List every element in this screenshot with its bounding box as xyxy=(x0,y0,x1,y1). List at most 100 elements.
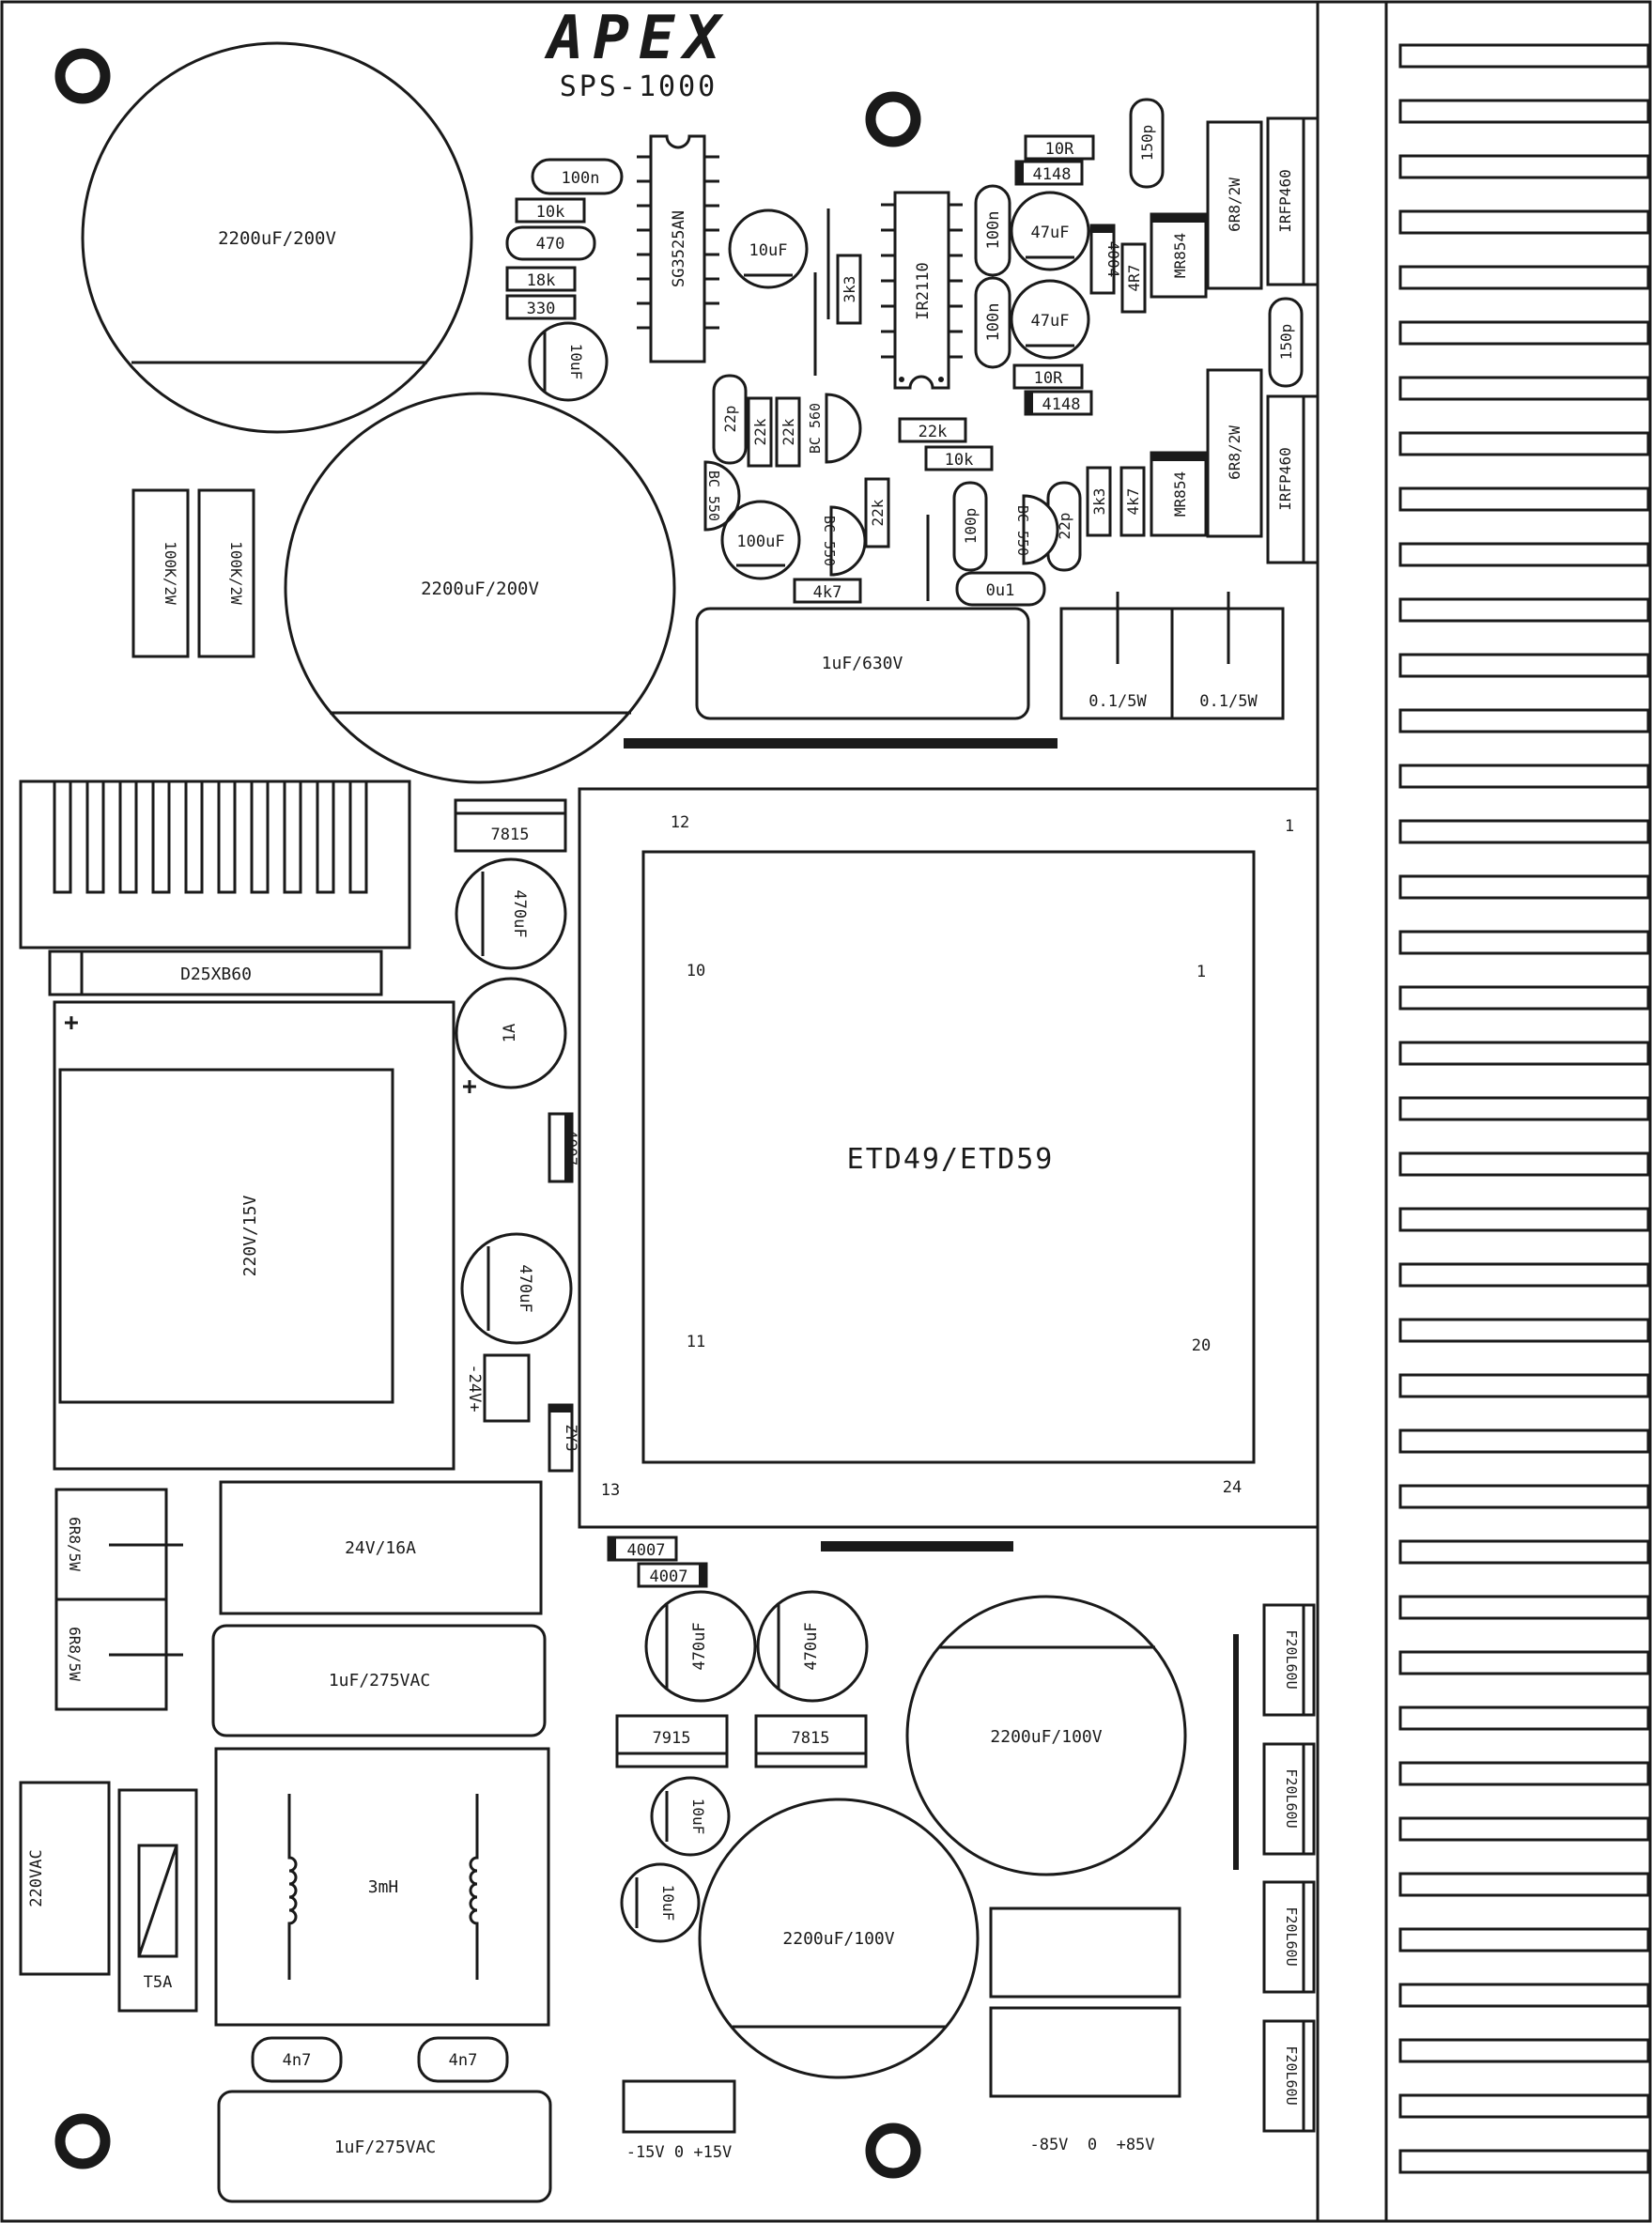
cap-4n7-b: 4n7 xyxy=(417,2036,509,2083)
transistor-bc550-c: BC 550 xyxy=(1014,494,1059,565)
heatsink-fin xyxy=(1398,985,1650,1011)
cap-1uf-275vac-b: 1uF/275VAC xyxy=(217,2090,552,2203)
heatsink-fin xyxy=(1398,874,1650,900)
svg-text:F20L60U: F20L60U xyxy=(1283,2045,1300,2105)
svg-text:BC 560: BC 560 xyxy=(807,403,824,454)
svg-text:7815: 7815 xyxy=(792,1729,830,1748)
cap-470uf-c: 470uF xyxy=(644,1590,757,1703)
heatsink-fin xyxy=(1398,1096,1650,1121)
transistor-bc560: BC 560 xyxy=(807,393,862,464)
svg-text:BC 550: BC 550 xyxy=(1014,505,1031,556)
heatsink-fin xyxy=(1398,1373,1650,1398)
svg-text:10uF: 10uF xyxy=(749,241,788,260)
heatsink-fin xyxy=(1398,1151,1650,1177)
svg-text:10R: 10R xyxy=(1045,140,1074,159)
reg-7915: 7915 xyxy=(615,1714,729,1768)
svg-text:1uF/630V: 1uF/630V xyxy=(822,654,903,673)
cap-2200uf-100v-bottom: 2200uF/100V xyxy=(698,1798,980,2079)
bridge-fin xyxy=(151,780,171,894)
svg-text:4148: 4148 xyxy=(1042,395,1081,414)
svg-text:SG3525AN: SG3525AN xyxy=(670,210,688,287)
heatsink-fin xyxy=(1398,764,1650,789)
svg-text:13: 13 xyxy=(601,1481,620,1500)
res-6r8-5w-a: 6R8/5W xyxy=(54,1488,183,1601)
svg-text:ETD49/ETD59: ETD49/ETD59 xyxy=(847,1143,1055,1176)
cap-2200uf-200v-mid: 2200uF/200V xyxy=(284,392,676,784)
res-3k3-b: 3k3 xyxy=(1086,466,1112,537)
mount-hole-tl xyxy=(54,48,111,104)
output-24v-16a: 24V/16A xyxy=(219,1480,543,1615)
res-22k-c: 22k xyxy=(775,396,801,468)
cap-47uf-b: 47uF xyxy=(1010,279,1090,360)
res-330: 330 xyxy=(505,294,577,320)
cap-1uf-630v: 1uF/630V xyxy=(695,607,1030,720)
svg-text:0u1: 0u1 xyxy=(986,581,1015,600)
svg-text:22p: 22p xyxy=(1056,513,1073,540)
cap-100n-c: 100n xyxy=(974,276,1011,369)
svg-text:4004: 4004 xyxy=(1104,241,1122,278)
heatsink-fin xyxy=(1398,2038,1650,2063)
bridge-fin xyxy=(118,780,138,894)
heatsink-fin xyxy=(1398,154,1650,179)
bridge-fins xyxy=(53,780,368,894)
cap-2200uf-100v-right: 2200uF/100V xyxy=(905,1595,1187,1876)
svg-text:4n7: 4n7 xyxy=(283,2051,312,2070)
svg-text:11: 11 xyxy=(687,1333,705,1351)
svg-text:IR2110: IR2110 xyxy=(914,262,933,319)
mount-hole-tm xyxy=(865,91,921,147)
heatsink-fin xyxy=(1398,1872,1650,1897)
cap-10uf-mid: 10uF xyxy=(728,208,809,289)
svg-text:100K/2W: 100K/2W xyxy=(162,541,179,605)
mosfet-irfp460-a: IRFP460 xyxy=(1266,116,1320,286)
svg-text:T5A: T5A xyxy=(144,1973,173,1992)
svg-text:100p: 100p xyxy=(962,508,980,545)
heatsink-fin xyxy=(1398,1650,1650,1675)
bridge-fin xyxy=(217,780,237,894)
svg-text:22p: 22p xyxy=(721,406,739,433)
heatsink-fin xyxy=(1398,2093,1650,2119)
plus-sign-a: + xyxy=(64,1009,79,1037)
svg-text:470uF: 470uF xyxy=(516,1264,534,1312)
heatsink-fin xyxy=(1398,1816,1650,1842)
bridge-fin xyxy=(53,780,72,894)
cap-10uf-low2: 10uF xyxy=(620,1862,701,1943)
cap-470-small: 470 xyxy=(505,225,596,261)
svg-text:6R8/5W: 6R8/5W xyxy=(66,1517,84,1571)
svg-text:10uF: 10uF xyxy=(689,1798,707,1835)
res-100k-2w-a: 100K/2W xyxy=(131,488,190,658)
svg-text:470uF: 470uF xyxy=(510,889,529,937)
svg-text:MR854: MR854 xyxy=(1171,233,1189,278)
cap-100n-a: 100n xyxy=(531,158,624,195)
bar-thick-b xyxy=(821,1541,1013,1551)
heatsink-fin xyxy=(1398,1927,1650,1953)
svg-text:12: 12 xyxy=(671,813,689,832)
heatsink xyxy=(1316,0,1650,2223)
bridge-fin xyxy=(250,780,270,894)
heatsink-fin xyxy=(1398,653,1650,678)
res-0-1-5w-a: 0.1/5W xyxy=(1059,592,1174,720)
svg-text:47uF: 47uF xyxy=(1031,224,1070,242)
svg-text:22k: 22k xyxy=(919,423,948,441)
svg-text:100n: 100n xyxy=(984,211,1003,250)
heatsink-fins xyxy=(1398,43,1650,2174)
svg-text:470uF: 470uF xyxy=(802,1622,821,1670)
heatsink-fin xyxy=(1398,1706,1650,1731)
cap-22p-a: 22p xyxy=(712,374,748,465)
svg-text:F20L60U: F20L60U xyxy=(1283,1629,1300,1689)
svg-text:1: 1 xyxy=(1285,817,1294,836)
svg-text:4007: 4007 xyxy=(563,1130,580,1166)
svg-text:100uF: 100uF xyxy=(736,533,784,551)
model-label: SPS-1000 xyxy=(560,70,718,103)
connector-220vac: 220VAC xyxy=(19,1781,111,1976)
svg-text:1: 1 xyxy=(1197,963,1206,981)
svg-text:ZY3: ZY3 xyxy=(563,1425,580,1452)
transistor-bc550-b: BC 550 xyxy=(821,505,867,577)
ic-ir2110: IR2110 xyxy=(881,191,963,390)
svg-text:100n: 100n xyxy=(984,303,1003,342)
res-3k3-a: 3k3 xyxy=(836,254,862,325)
bridge-fin xyxy=(184,780,204,894)
svg-text:24V/16A: 24V/16A xyxy=(345,1538,416,1558)
diode-4007-a: 4007 xyxy=(548,1112,580,1183)
bridge-heatsink xyxy=(19,780,411,949)
diode-4148-a: 4148 xyxy=(1014,160,1084,186)
